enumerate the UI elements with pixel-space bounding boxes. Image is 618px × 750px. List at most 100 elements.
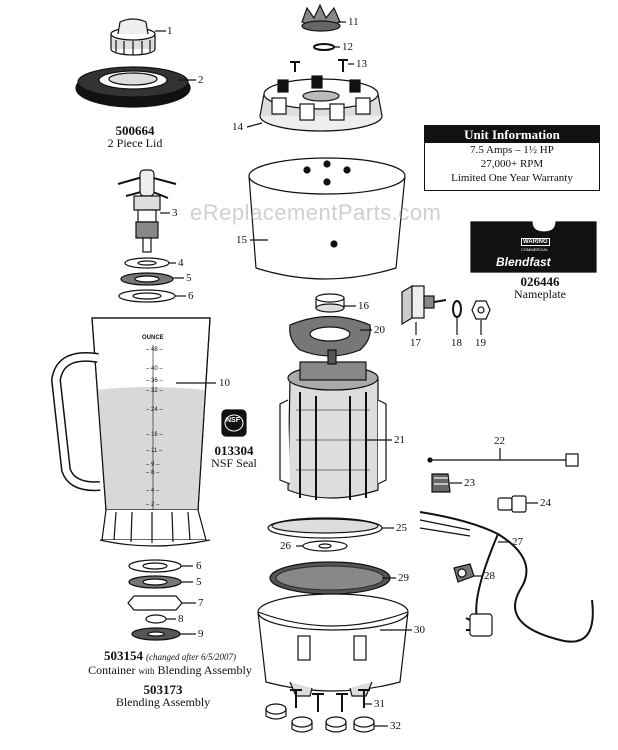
label-part-32: 32 (390, 720, 401, 732)
strain-relief-part-28[interactable] (453, 563, 475, 583)
feet-part-32[interactable] (265, 703, 375, 733)
blending-caption: 503173 Blending Assembly (98, 683, 228, 709)
ounce-tick: – 32 – (146, 388, 163, 394)
washer-part-12[interactable] (313, 43, 335, 51)
container-part-number: 503154 (104, 648, 143, 663)
label-part-22: 22 (494, 435, 505, 447)
label-part-30: 30 (414, 624, 425, 636)
container-name-b: Blending Assembly (157, 663, 252, 677)
label-part-10: 10 (219, 377, 230, 389)
lid-part-2[interactable] (75, 66, 191, 108)
washer-part-8[interactable] (145, 614, 167, 624)
label-part-15: 15 (236, 234, 247, 246)
ounce-tick: – 9 – (146, 462, 160, 468)
container-name-a: Container (88, 663, 136, 677)
nsf-mark: NSF (226, 417, 240, 424)
ounce-tick: – 16 – (146, 432, 163, 438)
washer-part-4[interactable] (124, 257, 170, 269)
label-part-20: 20 (374, 324, 385, 336)
label-part-14: 14 (232, 121, 243, 133)
filter-part-29[interactable] (269, 561, 391, 595)
ounce-scale-title: OUNCE (142, 335, 164, 341)
lid-description: 2 Piece Lid (107, 136, 163, 150)
container-name-with: with (138, 666, 155, 676)
unit-information-box: Unit Information 7.5 Amps – 1½ HP 27,000… (424, 125, 600, 191)
nsf-seal-part[interactable] (221, 409, 247, 437)
washer-part-18[interactable] (452, 300, 462, 318)
ounce-tick: – 8 – (146, 470, 160, 476)
blade-assembly-part-3[interactable] (117, 169, 177, 253)
label-part-23: 23 (464, 477, 475, 489)
label-part-6: 6 (188, 290, 194, 302)
label-part-24: 24 (540, 497, 551, 509)
label-part-12: 12 (342, 41, 353, 53)
label-part-11: 11 (348, 16, 359, 28)
blending-description: Blending Assembly (115, 695, 211, 709)
label-part-26: 26 (280, 540, 291, 552)
nameplate-brand-sub: COMMERCIAL (521, 247, 549, 252)
unit-information-title: Unit Information (425, 126, 599, 143)
label-part-9: 9 (198, 628, 204, 640)
ounce-tick: – 11 – (146, 448, 163, 454)
motor-coupling-part-11[interactable] (301, 3, 341, 32)
label-part-29: 29 (398, 572, 409, 584)
label-part-6-lower: 6 (196, 560, 202, 572)
blending-part-number: 503173 (143, 682, 183, 697)
lead-wire-part-22[interactable] (427, 453, 579, 467)
container-caption: 503154 (changed after 6/5/2007) Containe… (80, 649, 260, 678)
ounce-tick: – 48 – (146, 347, 163, 353)
nameplate-model: Blendfast (496, 255, 551, 269)
ring-part-25[interactable] (267, 517, 383, 539)
screws-part-31[interactable] (290, 689, 370, 712)
lid-cap-part-1[interactable] (110, 18, 156, 56)
gasket-part-5[interactable] (120, 272, 174, 286)
nameplate-part-number: 026446 (520, 274, 560, 289)
label-part-3: 3 (172, 207, 178, 219)
label-part-17: 17 (410, 337, 421, 349)
unit-info-warranty: Limited One Year Warranty (451, 172, 573, 184)
washer-part-6-lower[interactable] (128, 559, 182, 573)
gasket-part-5-lower[interactable] (128, 575, 182, 589)
label-part-31: 31 (374, 698, 385, 710)
connector-part-24[interactable] (497, 495, 527, 513)
label-part-2: 2 (198, 74, 204, 86)
ounce-tick: – 40 – (146, 366, 163, 372)
nameplate-description: Nameplate (514, 287, 566, 301)
container-part-10[interactable] (50, 317, 211, 547)
switch-part-17[interactable] (401, 284, 447, 326)
power-cord-part-27[interactable] (419, 511, 594, 643)
base-part-30[interactable] (257, 593, 409, 697)
nameplate-caption: 026446 Nameplate (490, 275, 590, 301)
motor-part-21[interactable] (279, 349, 387, 500)
ounce-tick: – 24 – (146, 407, 163, 413)
label-part-1: 1 (167, 25, 173, 37)
drive-gear-part-9[interactable] (131, 627, 181, 641)
label-part-19: 19 (475, 337, 486, 349)
nameplate-part[interactable] (470, 221, 597, 273)
label-part-25: 25 (396, 522, 407, 534)
label-part-4: 4 (178, 257, 184, 269)
motor-pad-part-14[interactable] (259, 75, 383, 132)
mount-plate-part-20[interactable] (289, 315, 371, 357)
label-part-27: 27 (512, 536, 523, 548)
label-part-18: 18 (451, 337, 462, 349)
watermark: eReplacementParts.com (190, 200, 442, 225)
lid-caption: 500664 2 Piece Lid (93, 124, 177, 150)
label-part-5: 5 (186, 272, 192, 284)
nsf-part-number: 013304 (214, 443, 254, 458)
washer-part-26[interactable] (302, 540, 348, 552)
nsf-description: NSF Seal (211, 456, 257, 470)
wire-nut-part-23[interactable] (431, 473, 451, 493)
nut-part-19[interactable] (471, 300, 491, 320)
label-part-8: 8 (178, 613, 184, 625)
motor-housing-part-15[interactable] (248, 157, 406, 280)
label-part-28: 28 (484, 570, 495, 582)
bushing-part-16[interactable] (315, 293, 345, 313)
nut-part-7[interactable] (127, 595, 183, 611)
label-part-7: 7 (198, 597, 204, 609)
ounce-tick: – 4 – (146, 488, 160, 494)
label-part-5-lower: 5 (196, 576, 202, 588)
washer-part-6[interactable] (118, 289, 176, 303)
